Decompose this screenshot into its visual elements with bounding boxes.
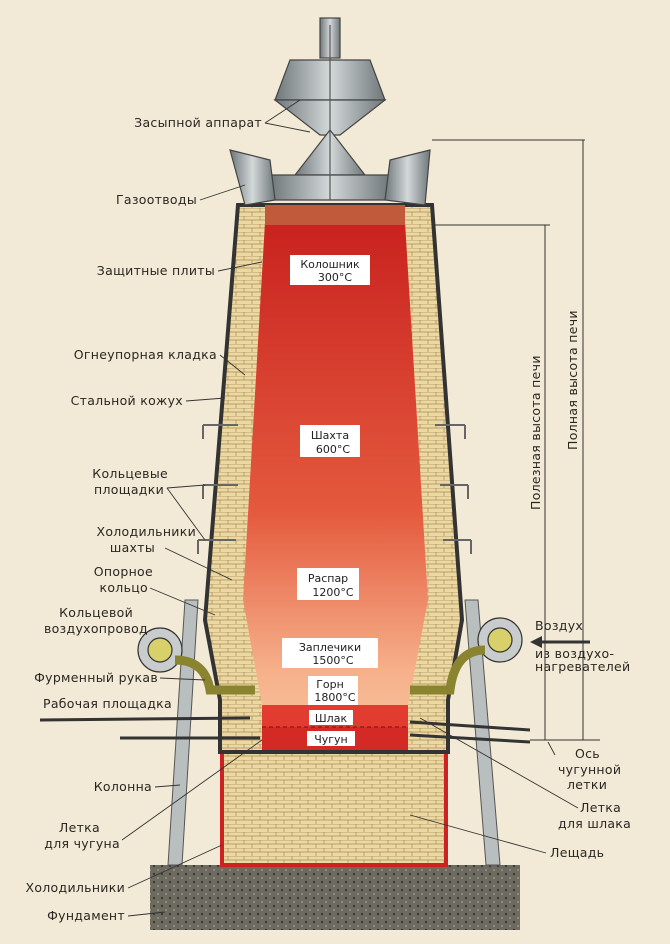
label-protective-plates: Защитные плиты xyxy=(97,263,215,278)
label-air: Воздух xyxy=(535,618,583,633)
bustle-pipe xyxy=(137,617,523,695)
furnace-interior xyxy=(243,222,428,750)
iron-label: Чугун xyxy=(314,733,348,746)
label-taphole-axis-3: летки xyxy=(567,777,607,792)
gas-outlet-right xyxy=(384,149,431,206)
label-coolers: Холодильники xyxy=(25,880,125,895)
label-foundation: Фундамент xyxy=(47,908,125,923)
label-charging: Засыпной аппарат xyxy=(134,115,262,130)
slag-label: Шлак xyxy=(315,712,348,725)
label-shaft-coolers: Холодильники xyxy=(96,524,196,539)
label-iron-notch: Летка xyxy=(59,820,100,835)
zone-temp: 1800°C xyxy=(314,691,355,704)
label-taphole-axis-2: чугунной xyxy=(558,762,621,777)
label-tuyere-stock: Фурменный рукав xyxy=(34,670,158,685)
zone-labels: Колошник 300°C Шахта 600°C Распар 1200°C… xyxy=(282,255,378,746)
label-air-2: из воздухо- xyxy=(535,646,614,661)
zone-temp: 1500°C xyxy=(312,654,353,667)
label-hearth-bottom: Лещадь xyxy=(550,845,604,860)
air-arrow-icon xyxy=(530,636,542,648)
hearth-bottom xyxy=(220,748,448,867)
label-slag-notch: Летка xyxy=(580,800,621,815)
label-bustle-pipe: Кольцевой xyxy=(59,605,133,620)
left-labels: Засыпной аппарат Газоотводы Защитные пли… xyxy=(25,99,311,923)
label-taphole-axis: Ось xyxy=(575,746,600,761)
zone-temp: 600°C xyxy=(316,443,350,456)
label-steel-shell: Стальной кожух xyxy=(71,393,183,408)
label-ring-platforms: Кольцевые xyxy=(92,466,168,481)
label-iron-notch-2: для чугуна xyxy=(44,836,120,851)
label-air-3: нагревателей xyxy=(535,659,630,674)
height-dimensions xyxy=(432,139,600,741)
charging-apparatus xyxy=(229,17,431,206)
right-labels: Воздух из воздухо- нагревателей Ось чугу… xyxy=(409,618,631,860)
throat-top xyxy=(265,205,405,225)
zone-name: Горн xyxy=(316,678,344,691)
ring-platforms xyxy=(197,424,472,554)
foundation-ground xyxy=(150,865,520,930)
zone-temp: 1200°C xyxy=(312,586,353,599)
label-support-ring: Опорное xyxy=(94,564,153,579)
gas-outlet-left xyxy=(229,149,276,206)
label-work-platform: Рабочая площадка xyxy=(43,696,172,711)
label-slag-notch-2: для шлака xyxy=(558,816,631,831)
zone-name: Колошник xyxy=(300,258,360,271)
zone-name: Распар xyxy=(308,572,348,585)
label-bustle-pipe-2: воздухопровод xyxy=(44,621,148,636)
label-refractory: Огнеупорная кладка xyxy=(74,347,217,362)
label-gas-outlets: Газоотводы xyxy=(116,192,197,207)
label-column: Колонна xyxy=(94,779,152,794)
label-ring-platforms-2: площадки xyxy=(94,482,164,497)
full-height-label: Полная высота печи xyxy=(565,310,580,450)
useful-height-label: Полезная высота печи xyxy=(528,355,543,510)
label-support-ring-2: кольцо xyxy=(99,580,148,595)
zone-name: Заплечики xyxy=(299,641,361,654)
zone-name: Шахта xyxy=(311,429,349,442)
label-shaft-coolers-2: шахты xyxy=(110,540,155,555)
zone-temp: 300°C xyxy=(318,271,352,284)
